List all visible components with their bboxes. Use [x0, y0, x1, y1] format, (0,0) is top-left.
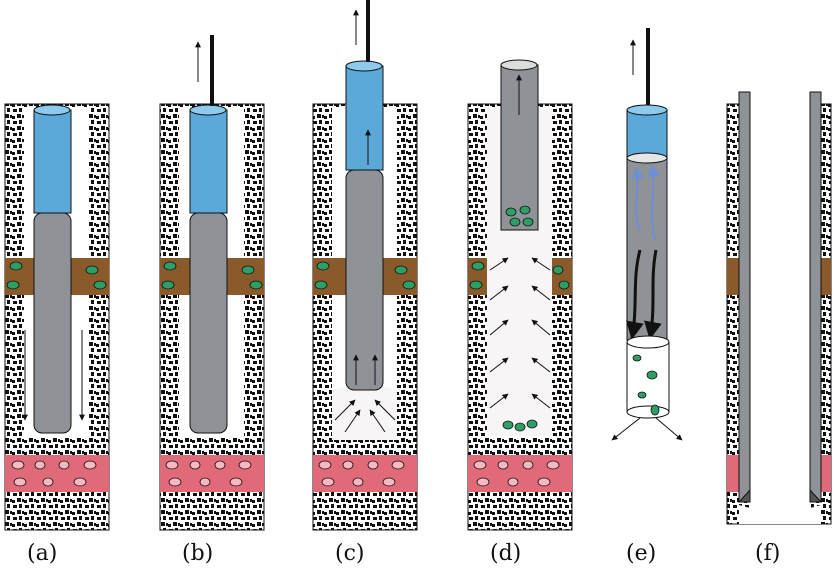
blue-fluid [189, 109, 228, 214]
caption-e: (e) [626, 541, 656, 566]
pipe [189, 212, 228, 434]
inflow-arrow [374, 399, 396, 421]
pipe-top [33, 104, 71, 116]
red-layer [313, 455, 417, 492]
inflow-arrow [334, 399, 356, 421]
red-layer [727, 455, 739, 492]
pipe-section-top [626, 152, 668, 164]
panel-a: (a) [4, 103, 110, 566]
blue-fluid [626, 109, 668, 159]
inflow-arrow [344, 409, 361, 433]
red-layer [821, 455, 831, 492]
open-borehole [750, 95, 810, 515]
casing-wall-left [738, 91, 751, 503]
red-layer [468, 455, 572, 492]
pipe [626, 157, 668, 341]
panel-e: (e) [611, 28, 683, 566]
sample-cylinder-top [626, 335, 670, 349]
panel-b: (b) [159, 35, 265, 566]
red-beads [473, 460, 560, 487]
inflow-arrows [489, 257, 551, 409]
brown-layer [727, 258, 739, 295]
outflow-arrow [655, 417, 683, 441]
brown-layer [821, 258, 831, 295]
pipe [33, 212, 72, 434]
red-layer [5, 455, 109, 492]
red-beads [11, 460, 97, 487]
fluid-path-blue [647, 164, 660, 241]
panel-c: (c) [312, 0, 418, 566]
bottom-cavity [739, 505, 821, 524]
caption-f: (f) [755, 541, 780, 566]
inflow-arrow [369, 409, 386, 433]
casing-shoe-right [809, 488, 823, 503]
pipe-top [189, 104, 227, 116]
brown-layer [552, 258, 572, 295]
pipe-top [500, 59, 538, 71]
fluid-path-blue [632, 166, 644, 231]
pipe [345, 169, 384, 391]
caption-b: (b) [182, 541, 213, 566]
fluid-path-black [626, 249, 644, 340]
green-beads [161, 261, 263, 290]
casing-wall-right [809, 91, 822, 503]
red-layer [160, 455, 264, 492]
outflow-arrow [611, 417, 641, 441]
caption-c: (c) [335, 541, 365, 566]
red-beads [318, 460, 405, 487]
casing-shoe-left [737, 488, 751, 503]
blue-fluid [345, 65, 384, 171]
pipe-top [345, 60, 383, 72]
blue-fluid [33, 109, 72, 214]
caption-a: (a) [27, 541, 57, 566]
caption-d: (d) [490, 541, 521, 566]
pipe-top [626, 104, 668, 116]
green-beads [6, 261, 107, 290]
green-beads [632, 354, 660, 416]
sample-cylinder-bottom [626, 405, 670, 419]
red-beads [165, 460, 252, 487]
fluid-path-black [644, 249, 662, 340]
panel-d: (d) [467, 59, 573, 566]
green-beads [469, 205, 570, 432]
panel-f: (f) [726, 91, 832, 566]
green-beads [314, 261, 416, 290]
